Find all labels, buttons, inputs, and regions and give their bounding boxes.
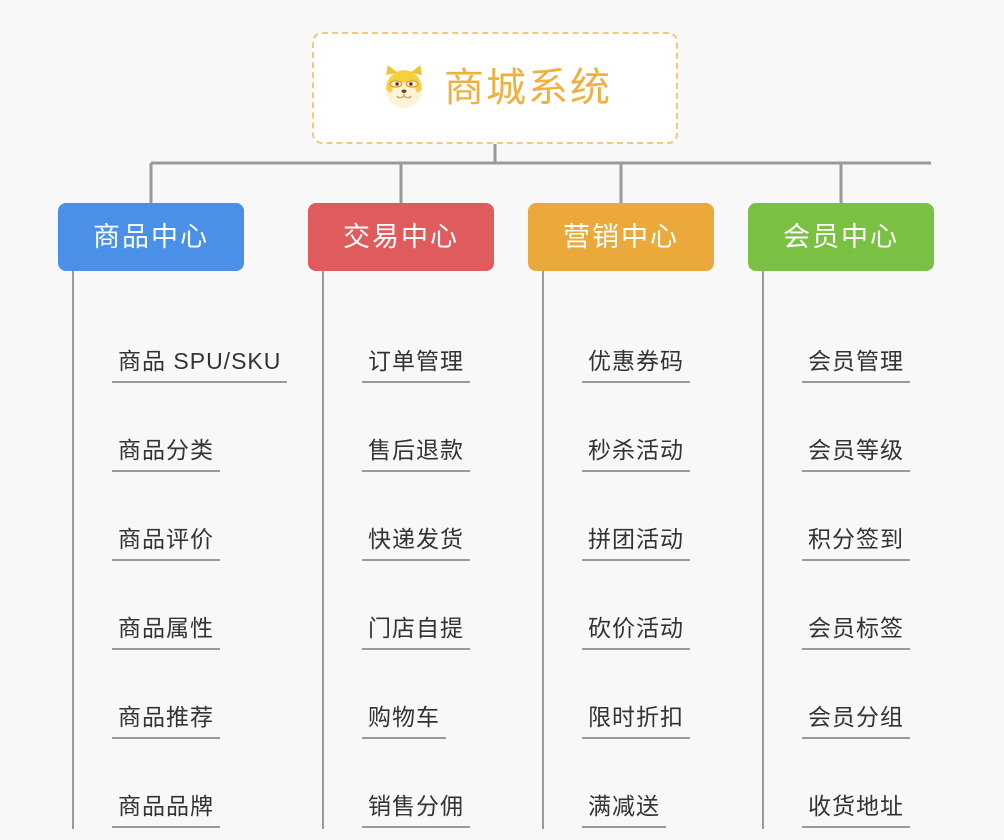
leaf-label: 积分签到 (808, 525, 904, 552)
leaf-label: 会员等级 (808, 436, 904, 463)
leaf-label: 优惠券码 (588, 347, 684, 374)
leaf-label: 限时折扣 (588, 703, 684, 730)
category-label-1: 交易中心 (343, 221, 459, 252)
leaf-item[interactable]: 商品 SPU/SKU (72, 294, 288, 383)
leaf-item[interactable]: 会员管理 (762, 294, 972, 383)
leaf-label: 会员管理 (808, 347, 904, 374)
category-box-3[interactable]: 会员中心 (748, 203, 934, 271)
leaf-item[interactable]: 商品品牌 (72, 739, 282, 828)
leaf-list-3: 会员管理 会员等级 积分签到 会员标签 会员分组 收货地址 (762, 271, 972, 829)
leaf-label: 订单管理 (368, 347, 464, 374)
category-label-0: 商品中心 (93, 221, 209, 252)
leaf-label: 会员标签 (808, 614, 904, 641)
leaf-label: 商品分类 (118, 436, 214, 463)
leaf-item[interactable]: 商品评价 (72, 472, 282, 561)
leaf-item[interactable]: 购物车 (322, 650, 532, 739)
leaf-label: 秒杀活动 (588, 436, 684, 463)
leaf-item[interactable]: 积分签到 (762, 472, 972, 561)
leaf-item[interactable]: 限时折扣 (542, 650, 752, 739)
leaf-trunk-0 (72, 271, 74, 829)
leaf-trunk-2 (542, 271, 544, 829)
leaf-item[interactable]: 商品属性 (72, 561, 282, 650)
leaf-item[interactable]: 销售分佣 (322, 739, 532, 828)
leaf-label: 拼团活动 (588, 525, 684, 552)
leaf-item[interactable]: 售后退款 (322, 383, 532, 472)
leaf-item[interactable]: 优惠券码 (542, 294, 752, 383)
leaf-label: 购物车 (368, 703, 440, 730)
leaf-item[interactable]: 会员标签 (762, 561, 972, 650)
leaf-list-2: 优惠券码 秒杀活动 拼团活动 砍价活动 限时折扣 满减送 (542, 271, 752, 829)
category-box-1[interactable]: 交易中心 (308, 203, 494, 271)
branch-column-3: 会员中心 会员管理 会员等级 积分签到 会员标签 会员分组 收货地址 (748, 203, 972, 829)
leaf-label: 满减送 (588, 792, 660, 819)
root-title: 商城系统 (444, 66, 612, 110)
leaf-item[interactable]: 满减送 (542, 739, 752, 828)
leaf-label: 商品 SPU/SKU (118, 347, 282, 374)
leaf-item[interactable]: 门店自提 (322, 561, 532, 650)
leaf-item[interactable]: 商品推荐 (72, 650, 282, 739)
leaf-label: 砍价活动 (588, 614, 684, 641)
branch-column-0: 商品中心 商品 SPU/SKU 商品分类 商品评价 商品属性 商品推荐 商品品牌 (58, 203, 288, 829)
leaf-item[interactable]: 拼团活动 (542, 472, 752, 561)
leaf-item[interactable]: 商品分类 (72, 383, 282, 472)
leaf-item[interactable]: 秒杀活动 (542, 383, 752, 472)
leaf-item[interactable]: 会员等级 (762, 383, 972, 472)
root-node[interactable]: 商城系统 (312, 32, 678, 144)
leaf-label: 会员分组 (808, 703, 904, 730)
leaf-label: 商品品牌 (118, 792, 214, 819)
category-label-2: 营销中心 (563, 221, 679, 252)
leaf-item[interactable]: 砍价活动 (542, 561, 752, 650)
leaf-trunk-1 (322, 271, 324, 829)
branch-column-1: 交易中心 订单管理 售后退款 快递发货 门店自提 购物车 销售分佣 (308, 203, 532, 829)
leaf-item[interactable]: 会员分组 (762, 650, 972, 739)
leaf-item[interactable]: 收货地址 (762, 739, 972, 828)
category-box-2[interactable]: 营销中心 (528, 203, 714, 271)
shiba-dog-icon (386, 65, 422, 109)
leaf-item[interactable]: 订单管理 (322, 294, 532, 383)
leaf-label: 销售分佣 (368, 792, 464, 819)
leaf-list-1: 订单管理 售后退款 快递发货 门店自提 购物车 销售分佣 (322, 271, 532, 829)
leaf-label: 收货地址 (808, 792, 904, 819)
category-box-0[interactable]: 商品中心 (58, 203, 244, 271)
leaf-label: 商品推荐 (118, 703, 214, 730)
leaf-label: 门店自提 (368, 614, 464, 641)
leaf-trunk-3 (762, 271, 764, 829)
leaf-item[interactable]: 快递发货 (322, 472, 532, 561)
leaf-label: 商品属性 (118, 614, 214, 641)
leaf-label: 商品评价 (118, 525, 214, 552)
leaf-label: 快递发货 (368, 525, 464, 552)
category-label-3: 会员中心 (783, 221, 899, 252)
leaf-list-0: 商品 SPU/SKU 商品分类 商品评价 商品属性 商品推荐 商品品牌 (72, 271, 288, 829)
branch-column-2: 营销中心 优惠券码 秒杀活动 拼团活动 砍价活动 限时折扣 满减送 (528, 203, 752, 829)
leaf-label: 售后退款 (368, 436, 464, 463)
